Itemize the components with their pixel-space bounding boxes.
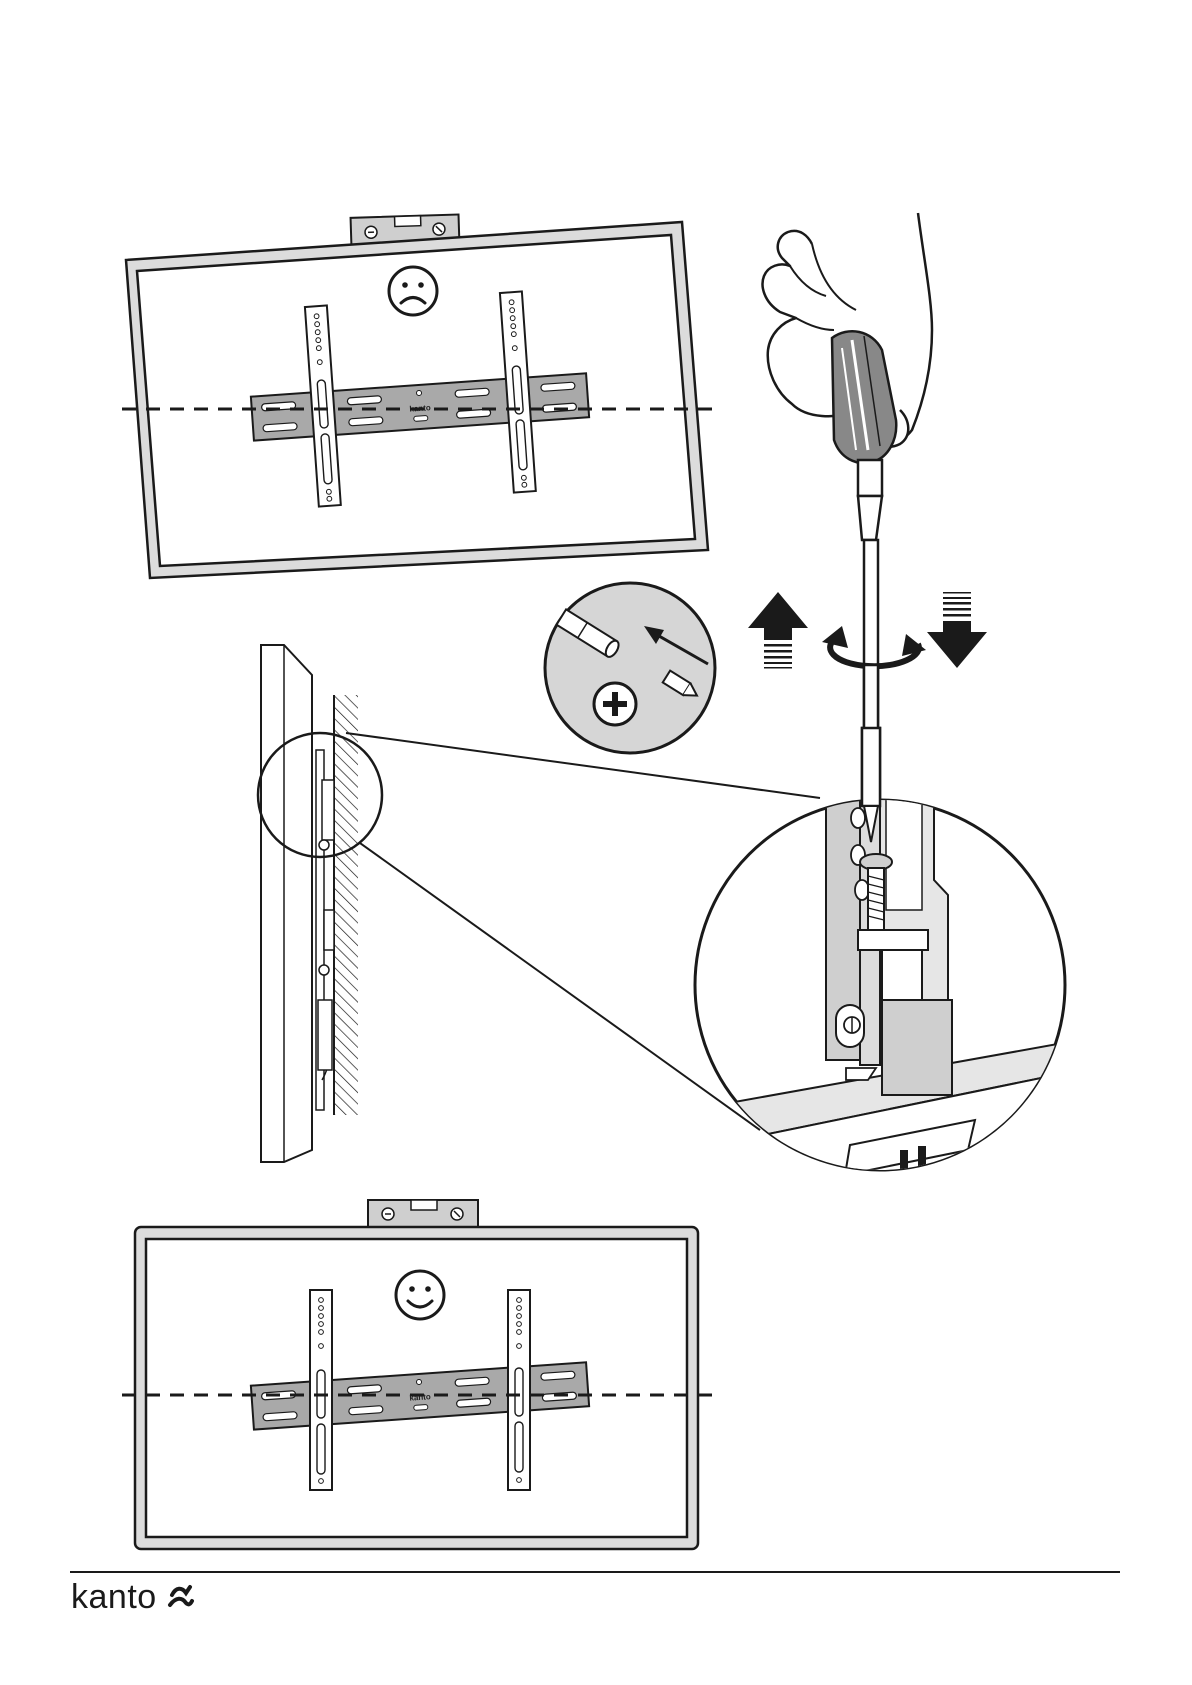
bit-detail-inset — [545, 583, 715, 753]
spirit-level-icon — [368, 1200, 478, 1228]
tv-arm-left-level — [310, 1290, 332, 1490]
arrow-up-icon — [748, 592, 808, 669]
tv-level-panel: kanto — [122, 1200, 712, 1549]
frown-face-icon — [389, 267, 437, 315]
brand-logo: kanto — [71, 1578, 192, 1616]
arrow-down-icon — [927, 592, 987, 668]
brand-name: kanto — [71, 1578, 157, 1616]
phillips-icon — [594, 683, 636, 725]
smile-face-icon — [396, 1271, 444, 1319]
tv-arm-right-level — [508, 1290, 530, 1490]
bracket-detail-zoom — [690, 665, 1080, 1200]
brand-mark-icon — [170, 1587, 192, 1605]
tv-not-level-panel: kanto — [122, 214, 712, 578]
